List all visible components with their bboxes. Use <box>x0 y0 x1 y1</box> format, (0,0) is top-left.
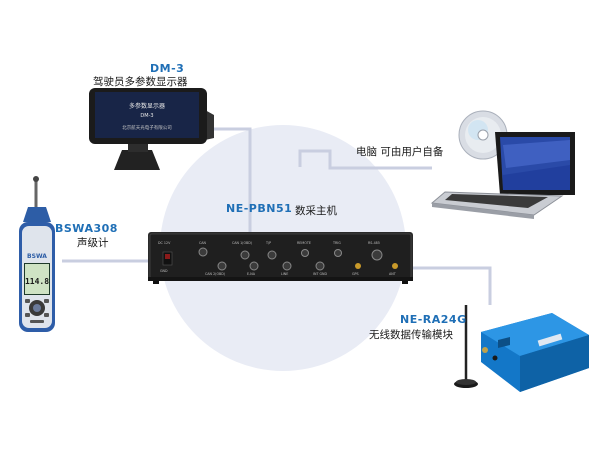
computer-connector <box>298 149 432 170</box>
radio-connector <box>412 266 492 305</box>
svg-text:CAN 2(OBD): CAN 2(OBD) <box>205 272 225 276</box>
meter-brand-label: BSWA <box>27 253 47 260</box>
svg-text:T/P: T/P <box>265 241 271 245</box>
radio-model-label: NE-RA24G <box>400 313 467 326</box>
screen-title: 多参数显示器 <box>129 102 165 110</box>
svg-text:LINE: LINE <box>281 272 288 276</box>
host-desc-label: 数采主机 <box>295 205 337 217</box>
dm3-display-device: 多参数显示器 DM-3 北京航天光电子有限公司 <box>89 88 214 170</box>
display-model-label: DM-3 <box>150 62 185 75</box>
computer-desc-label: 电脑 可由用户自备 <box>356 146 444 158</box>
connector-lines <box>62 127 492 305</box>
svg-text:RS-485: RS-485 <box>368 241 380 245</box>
svg-text:ANT: ANT <box>389 272 397 276</box>
svg-text:INT GND: INT GND <box>313 272 328 276</box>
host-unit-device: DC 12V CAN CAN 1(OBD) T/P REMOTE TRIG RS… <box>148 232 413 284</box>
svg-text:E-NA: E-NA <box>247 272 256 276</box>
meter-reading: 114.8 <box>25 277 49 286</box>
svg-text:CAN 1(OBD): CAN 1(OBD) <box>232 241 252 245</box>
meter-model-label: BSWA308 <box>55 222 118 235</box>
sound-level-meter-device: BSWA 114.8 <box>19 176 55 332</box>
radio-module-device <box>454 305 589 392</box>
meter-desc-label: 声级计 <box>77 237 109 249</box>
display-desc-label: 驾驶员多参数显示器 <box>93 76 188 88</box>
svg-text:DC 12V: DC 12V <box>158 241 171 245</box>
screen-model: DM-3 <box>140 113 153 119</box>
radio-desc-label: 无线数据传输模块 <box>369 329 453 341</box>
svg-text:TRIG: TRIG <box>332 241 341 245</box>
svg-text:REMOTE: REMOTE <box>297 241 311 245</box>
svg-text:GND: GND <box>160 269 168 273</box>
svg-text:CAN: CAN <box>199 241 207 245</box>
screen-company: 北京航天光电子有限公司 <box>122 124 172 131</box>
svg-text:GPS: GPS <box>352 272 359 276</box>
host-model-label: NE-PBN51 <box>226 202 293 215</box>
laptop-computer <box>430 110 575 219</box>
display-connector <box>212 127 252 232</box>
